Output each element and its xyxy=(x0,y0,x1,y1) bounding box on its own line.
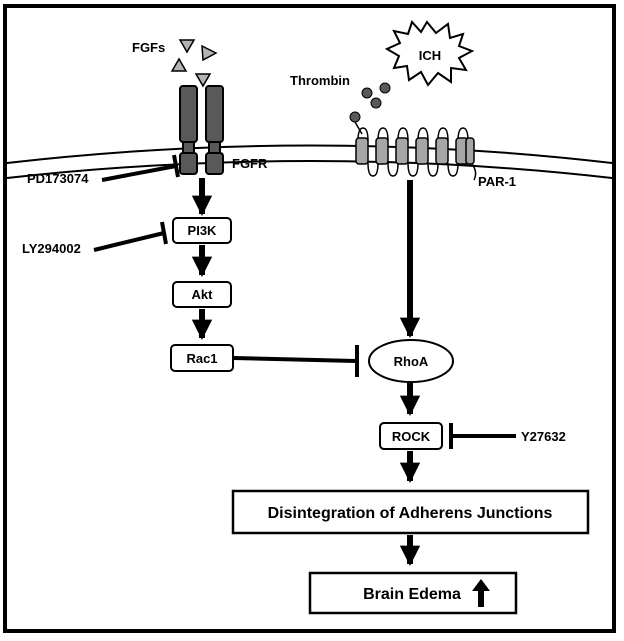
up-arrow-icon xyxy=(472,579,490,607)
rac1-inhibit-rhoa-line xyxy=(232,356,357,363)
disintegration-box xyxy=(231,489,590,535)
rhoa-ellipse xyxy=(368,339,454,383)
brain-edema-label: Brain Edema xyxy=(363,586,461,603)
par1-receptor xyxy=(355,127,477,181)
akt-box xyxy=(172,281,232,308)
ly294002-inhibit-bar xyxy=(160,221,168,245)
fgfr-receptor xyxy=(179,85,224,175)
par1-label: PAR-1 xyxy=(478,174,516,189)
ich-burst xyxy=(384,20,475,87)
pd173074-inhibit-bar xyxy=(172,154,180,178)
cell-membrane xyxy=(6,144,613,179)
thrombin-binding-line xyxy=(354,121,363,135)
pi3k-label: PI3K xyxy=(188,223,218,238)
rock-label: ROCK xyxy=(392,429,431,444)
ly294002-inhibit-line xyxy=(93,231,165,252)
thrombin-label: Thrombin xyxy=(290,73,350,88)
outer-frame xyxy=(3,4,616,633)
fgfs-label: FGFs xyxy=(132,40,165,55)
ich-label: ICH xyxy=(419,48,441,63)
y27632-label: Y27632 xyxy=(521,429,566,444)
rac1-label: Rac1 xyxy=(186,351,217,366)
rhoa-label: RhoA xyxy=(394,354,429,369)
pd173074-inhibit-line xyxy=(101,164,177,182)
thrombin-particles xyxy=(349,82,391,123)
pi3k-box xyxy=(172,217,232,244)
disintegration-label: Disintegration of Adherens Junctions xyxy=(268,505,553,522)
fgf-ligands xyxy=(170,39,218,88)
rock-box xyxy=(379,422,443,450)
akt-label: Akt xyxy=(192,287,214,302)
pd173074-label: PD173074 xyxy=(27,171,89,186)
ly294002-label: LY294002 xyxy=(22,241,81,256)
fgfr-label: FGFR xyxy=(232,156,268,171)
